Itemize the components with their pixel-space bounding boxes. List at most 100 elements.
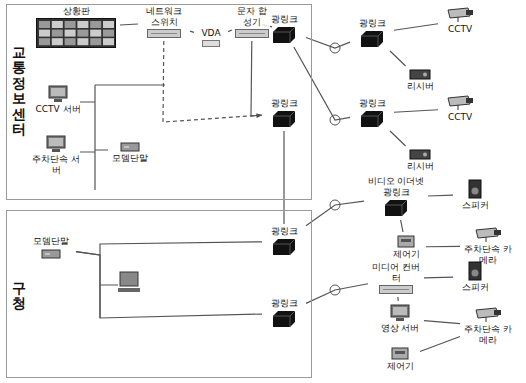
device-part [273, 311, 295, 327]
device-part [360, 30, 384, 48]
device-label: 광링크 [358, 98, 387, 109]
pc-screen [120, 272, 138, 286]
device-icon [474, 226, 502, 244]
device-part [39, 30, 50, 37]
device-icon [36, 17, 116, 49]
device-part [384, 199, 408, 217]
device-node: 광링크 [264, 298, 304, 329]
device-label: CCTV 서버 [34, 104, 81, 115]
connector [76, 252, 262, 318]
device-part [494, 310, 501, 315]
device-icon [360, 29, 384, 49]
connector [424, 277, 453, 279]
device-part [385, 200, 407, 216]
device-label: 리시버 [406, 161, 435, 172]
connector [306, 201, 364, 226]
region-band: 구청모뎀단말광링크광링크 [6, 210, 312, 378]
device-node: 문자 합성기 [234, 6, 270, 39]
device-icon [446, 94, 474, 112]
device-part [486, 237, 487, 242]
connector [424, 321, 460, 324]
device-part [235, 29, 269, 38]
device-part [423, 73, 427, 77]
device-part [273, 27, 295, 43]
connector-line [420, 337, 460, 352]
device-node: 리시버 [400, 148, 440, 172]
device-part [52, 38, 63, 45]
device-icon [391, 346, 409, 361]
device-part [467, 261, 483, 281]
device-label: 광링크 [270, 226, 299, 237]
device-node: CCTV 서버 [34, 84, 82, 115]
device-label: 제어기 [392, 249, 421, 260]
device-label: 모뎀단말 [111, 153, 149, 164]
device-part [472, 188, 479, 195]
device-part [379, 285, 413, 294]
device-part [446, 7, 474, 23]
connector [306, 37, 350, 48]
device-node: 광링크 [264, 14, 304, 45]
device-label: VDA [200, 28, 221, 39]
device-part [49, 86, 67, 98]
device-icon [272, 109, 296, 129]
device-part [458, 105, 459, 110]
device-part [272, 110, 296, 128]
device-part [39, 21, 50, 28]
device-part [151, 33, 177, 34]
connector [401, 220, 403, 232]
device-part [390, 304, 410, 322]
device-part [124, 147, 129, 148]
device-part [383, 289, 409, 290]
device-part [410, 70, 430, 79]
device-label: 스피커 [461, 200, 490, 211]
device-part [45, 254, 50, 255]
device-label: 주차단속 카메라 [462, 324, 514, 346]
device-part [272, 26, 296, 44]
device-part [37, 19, 116, 48]
device-label: CCTV [447, 112, 473, 123]
connector-line [394, 24, 438, 31]
device-label: 제어기 [386, 361, 415, 372]
device-part [90, 30, 101, 37]
device-part [469, 180, 481, 198]
device-node: 미디어 컨버터 [370, 262, 422, 295]
bus-line [80, 85, 165, 318]
device-node: 광링크 [264, 98, 304, 129]
device-part [147, 29, 181, 38]
connector-line [397, 297, 399, 301]
connector [390, 131, 405, 146]
device-part [272, 310, 296, 328]
device-icon [384, 198, 408, 218]
device-part [391, 347, 409, 360]
device-icon [202, 39, 220, 48]
device-part [236, 30, 269, 38]
device-part [36, 18, 116, 48]
device-part [361, 31, 383, 47]
device-part [48, 85, 68, 103]
device-label: 광링크 [270, 298, 299, 309]
connector [190, 31, 194, 32]
device-part [273, 111, 295, 127]
device-node: CCTV [440, 94, 480, 123]
device-part [391, 305, 409, 317]
device-node: 주차단속 카메라 [462, 306, 514, 346]
device-node: 모뎀단말 [28, 236, 74, 260]
device-part [103, 38, 114, 45]
device-part [52, 30, 63, 37]
device-part [273, 27, 295, 43]
connector [426, 246, 460, 247]
device-part [103, 21, 114, 28]
connector [228, 30, 232, 32]
device-node: 광링크 [352, 98, 392, 129]
device-part [77, 21, 88, 28]
device-label: 미디어 컨버터 [370, 262, 422, 284]
connector-line [390, 131, 405, 146]
connector [394, 110, 438, 113]
device-part [423, 153, 427, 157]
device-label: CCTV [447, 24, 473, 35]
device-icon [379, 284, 413, 295]
device-part [472, 270, 479, 277]
connector-line [424, 321, 460, 324]
bus-line [80, 85, 165, 190]
